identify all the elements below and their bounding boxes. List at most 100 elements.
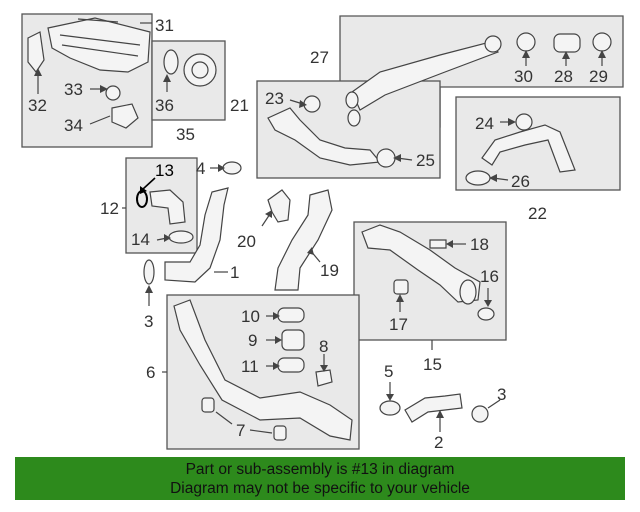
hose-21-part	[267, 107, 382, 166]
pipe-6-part	[173, 299, 353, 441]
arrow-8	[320, 365, 328, 372]
label-6: 6	[146, 363, 155, 382]
label-13: 13	[155, 161, 174, 180]
arrow-18	[446, 240, 453, 248]
label-11: 11	[241, 357, 259, 376]
sleeve-17-part	[393, 279, 409, 295]
arrow-28	[562, 51, 570, 59]
hose-22-part	[481, 124, 576, 173]
arrow-33	[100, 85, 108, 93]
label-14: 14	[131, 230, 150, 249]
arrow-14	[164, 234, 171, 242]
clamp-25-part	[376, 148, 396, 168]
label-2: 2	[434, 433, 443, 452]
label-22: 22	[528, 204, 547, 223]
label-15: 15	[423, 355, 442, 374]
sleeve-7a-part	[201, 397, 215, 413]
label-10: 10	[241, 307, 260, 326]
hose-28-part	[553, 33, 581, 53]
arrow-20	[265, 210, 272, 218]
label-25: 25	[416, 151, 435, 170]
pointer-13	[142, 177, 156, 190]
label-30: 30	[514, 67, 533, 86]
label-17: 17	[389, 315, 408, 334]
arrow-3-left	[145, 285, 153, 293]
label-20: 20	[237, 232, 256, 251]
parts-diagram: 31 32 33 34 35 36 27 30 28 29 21 23 25 2…	[21, 13, 624, 452]
clamp-23-part	[303, 95, 321, 113]
banner-line-1: Part or sub-assembly is #13 in diagram	[185, 461, 455, 478]
arrow-11	[273, 362, 280, 370]
label-19: 19	[320, 261, 339, 280]
banner-line-2: Diagram may not be specific to your vehi…	[170, 480, 470, 497]
hose-2-part	[404, 393, 463, 423]
arrow-16	[484, 300, 492, 307]
label-4: 4	[196, 159, 205, 178]
label-31: 31	[155, 16, 174, 35]
label-21: 21	[230, 96, 249, 115]
clamp-5-part	[379, 400, 401, 416]
label-28: 28	[554, 67, 573, 86]
sensor-34-part	[111, 103, 139, 129]
label-23: 23	[265, 89, 284, 108]
arrow-17	[396, 294, 404, 302]
pipe-end-b	[347, 109, 361, 127]
label-29: 29	[589, 67, 608, 86]
pointer-7	[215, 411, 233, 425]
label-3-left: 3	[144, 312, 153, 331]
label-18: 18	[470, 235, 489, 254]
label-7: 7	[236, 421, 245, 440]
intake-manifold-part	[47, 17, 151, 73]
arrow-36	[163, 74, 171, 82]
label-27: 27	[310, 48, 329, 67]
arrow-2	[436, 410, 444, 418]
label-16: 16	[480, 267, 499, 286]
pipe-end-27	[484, 35, 502, 53]
label-36: 36	[155, 96, 174, 115]
label-33: 33	[64, 80, 83, 99]
label-1: 1	[230, 263, 239, 282]
pointer-34	[89, 115, 111, 125]
bolt-31	[77, 18, 119, 23]
arrow-25	[393, 154, 401, 162]
arrow-5	[386, 394, 394, 401]
label-8: 8	[319, 337, 328, 356]
label-24: 24	[475, 114, 494, 133]
hose-1-part	[164, 187, 229, 283]
arrow-23	[299, 100, 307, 108]
bolt-18-part	[429, 239, 447, 249]
clamp-10-part	[277, 307, 305, 323]
label-3-right: 3	[497, 385, 506, 404]
arrow-24	[508, 118, 516, 126]
label-5: 5	[384, 362, 393, 381]
label-9: 9	[248, 331, 257, 350]
pipe-15-end	[459, 279, 477, 305]
clamp-26-part	[465, 170, 491, 186]
info-banner: Part or sub-assembly is #13 in diagram D…	[15, 457, 625, 500]
o-ring-16-part	[477, 307, 495, 321]
label-12: 12	[100, 199, 119, 218]
arrow-26	[489, 174, 497, 182]
elbow-12-part	[149, 189, 186, 225]
o-ring-3-left-part	[143, 259, 155, 285]
clamp-11-part	[277, 357, 305, 373]
pipe-19-part	[274, 189, 333, 291]
gasket-36-part	[163, 49, 179, 75]
o-ring-3-right-part	[471, 405, 489, 423]
pipe-end-a	[345, 91, 359, 109]
arrow-13	[140, 186, 147, 194]
clamp-14-part	[168, 230, 194, 244]
label-34: 34	[64, 116, 83, 135]
arrow-10	[273, 312, 280, 320]
o-ring-33-part	[105, 85, 121, 101]
clamp-24-part	[515, 113, 533, 131]
arrow-30	[522, 50, 530, 58]
clamp-29-part	[592, 32, 612, 52]
sleeve-7b-part	[273, 425, 287, 441]
pointer-3-right	[487, 399, 501, 409]
arrow-29	[598, 50, 606, 58]
clamp-4-part	[222, 161, 242, 175]
arrow-4	[218, 164, 225, 172]
label-26: 26	[511, 172, 530, 191]
throttle-inner	[191, 61, 209, 79]
